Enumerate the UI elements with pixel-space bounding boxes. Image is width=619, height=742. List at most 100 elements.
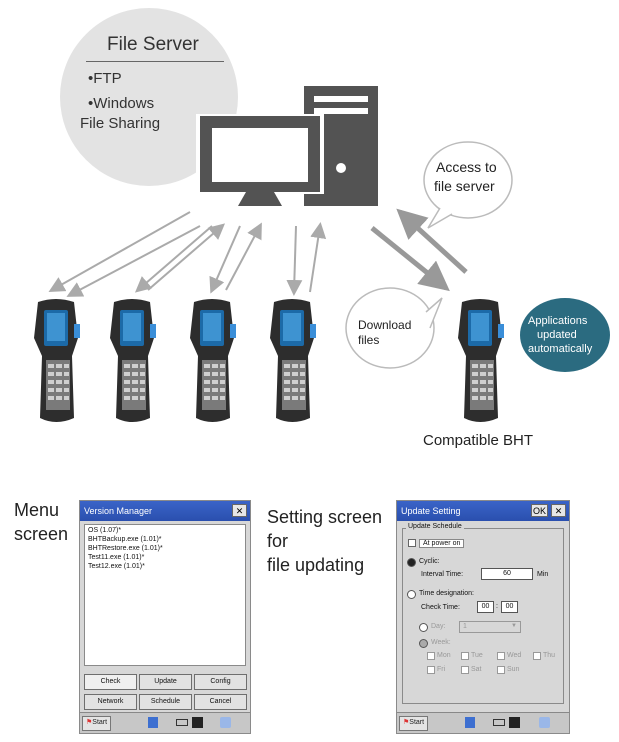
weekday-label-sun: Sun xyxy=(507,666,520,673)
battery-icon xyxy=(493,719,505,726)
handheld-device xyxy=(190,299,236,422)
keyboard-icon[interactable] xyxy=(509,717,520,728)
arrow-up-1 xyxy=(66,225,201,297)
access-callout-line1: Access to xyxy=(436,159,497,175)
time-separator: : xyxy=(496,603,498,610)
list-item[interactable]: Test11.exe (1.01)* xyxy=(88,554,145,561)
check-time-minute-input[interactable]: 00 xyxy=(501,601,518,613)
weekday-checkbox-sat[interactable] xyxy=(461,666,469,674)
weekday-checkbox-fri[interactable] xyxy=(427,666,435,674)
weekday-checkbox-sun[interactable] xyxy=(497,666,505,674)
update-button[interactable]: Update xyxy=(139,674,192,690)
handheld-device xyxy=(270,299,316,422)
access-callout-bubble xyxy=(423,141,513,229)
weekday-label-mon: Mon xyxy=(437,652,451,659)
auto-update-badge xyxy=(520,298,610,372)
arrow-up-4 xyxy=(309,222,327,293)
version-manager-titlebar: Version Manager ✕ xyxy=(80,501,250,521)
weekday-checkbox-wed[interactable] xyxy=(497,652,505,660)
week-radio[interactable] xyxy=(419,639,428,648)
arrow-up-2 xyxy=(147,223,226,291)
at-power-on-label: At power on xyxy=(419,539,465,548)
ok-button[interactable]: OK xyxy=(531,504,548,517)
start-label: Start xyxy=(409,719,425,726)
check-button[interactable]: Check xyxy=(84,674,137,690)
network-button[interactable]: Network xyxy=(84,694,137,710)
arrow-from-compatible xyxy=(396,208,468,274)
close-button[interactable]: ✕ xyxy=(551,504,566,517)
arrow-up-3 xyxy=(225,222,262,291)
schedule-button[interactable]: Schedule xyxy=(139,694,192,710)
arrow-down-4 xyxy=(286,225,303,296)
auto-update-line3: automatically xyxy=(528,343,593,355)
download-callout-line1: Download xyxy=(358,318,412,332)
list-item[interactable]: OS (1.07)* xyxy=(88,527,122,534)
network-status-icon[interactable] xyxy=(539,717,550,728)
weekday-checkbox-tue[interactable] xyxy=(461,652,469,660)
time-designation-radio[interactable] xyxy=(407,590,416,599)
download-callout-line2: files xyxy=(358,333,380,347)
network-status-icon[interactable] xyxy=(220,717,231,728)
compatible-bht-label: Compatible BHT xyxy=(423,432,534,449)
interval-unit-label: Min xyxy=(537,571,549,578)
computer-icon xyxy=(196,86,378,206)
arrow-down-1 xyxy=(48,211,191,292)
taskbar: ⚑Start xyxy=(80,712,250,733)
auto-update-line1: Applications xyxy=(528,315,588,327)
handheld-device xyxy=(34,299,80,422)
close-button[interactable]: ✕ xyxy=(232,504,247,517)
cyclic-label: Cyclic: xyxy=(419,558,440,565)
list-item[interactable]: BHTBackup.exe (1.01)* xyxy=(88,536,162,543)
menu-caption-line1: Menu xyxy=(14,500,60,520)
windows-logo-icon: ⚑ xyxy=(403,719,410,726)
week-label: Week: xyxy=(431,639,451,646)
list-item[interactable]: Test12.exe (1.01)* xyxy=(88,563,145,570)
server-item-windows: •Windows xyxy=(88,95,155,112)
server-item-file-sharing: File Sharing xyxy=(80,115,161,132)
start-button[interactable]: ⚑Start xyxy=(399,716,429,731)
file-server-divider xyxy=(86,61,224,62)
weekday-label-fri: Fri xyxy=(437,666,446,673)
weekday-label-thu: Thu xyxy=(543,652,556,659)
weekday-checkbox-thu[interactable] xyxy=(533,652,541,660)
setting-caption-line2: for xyxy=(267,531,289,551)
update-setting-title: Update Setting xyxy=(401,506,461,516)
handheld-device xyxy=(110,299,156,422)
config-button[interactable]: Config xyxy=(194,674,247,690)
download-callout-bubble xyxy=(345,287,443,369)
day-radio[interactable] xyxy=(419,623,428,632)
interval-time-label: Interval Time: xyxy=(421,571,464,578)
update-setting-window: Update Setting OK ✕ Update Schedule At p… xyxy=(396,500,570,734)
check-time-label: Check Time: xyxy=(421,604,460,611)
time-designation-label: Time designation: xyxy=(419,590,474,597)
list-item[interactable]: BHTRestore.exe (1.01)* xyxy=(88,545,163,552)
weekday-label-sat: Sat xyxy=(471,666,482,673)
weekday-checkbox-mon[interactable] xyxy=(427,652,435,660)
input-panel-icon[interactable] xyxy=(465,717,475,728)
auto-update-line2: updated xyxy=(537,329,577,341)
update-schedule-label: Update Schedule xyxy=(406,523,464,530)
access-callout-line2: file server xyxy=(434,178,495,194)
keyboard-icon[interactable] xyxy=(192,717,203,728)
cyclic-radio[interactable] xyxy=(407,558,416,567)
input-panel-icon[interactable] xyxy=(148,717,158,728)
file-list[interactable]: OS (1.07)* BHTBackup.exe (1.01)* BHTRest… xyxy=(84,524,246,666)
check-time-hour-input[interactable]: 00 xyxy=(477,601,494,613)
update-setting-titlebar: Update Setting OK ✕ xyxy=(397,501,569,521)
interval-time-input[interactable]: 60 xyxy=(481,568,533,580)
arrow-down-2 xyxy=(134,225,213,293)
start-label: Start xyxy=(92,719,108,726)
start-button[interactable]: ⚑Start xyxy=(82,716,112,731)
version-manager-title: Version Manager xyxy=(84,506,153,516)
file-server-title: File Server xyxy=(107,34,199,55)
arrow-to-compatible xyxy=(370,226,450,292)
battery-icon xyxy=(176,719,188,726)
compatible-bht-device xyxy=(458,299,504,422)
setting-caption-line3: file updating xyxy=(267,555,365,575)
cancel-button[interactable]: Cancel xyxy=(194,694,247,710)
at-power-on-checkbox[interactable] xyxy=(408,539,416,547)
day-select[interactable]: 1 xyxy=(459,621,521,633)
arrow-down-3 xyxy=(209,225,241,294)
weekday-label-wed: Wed xyxy=(507,652,522,659)
